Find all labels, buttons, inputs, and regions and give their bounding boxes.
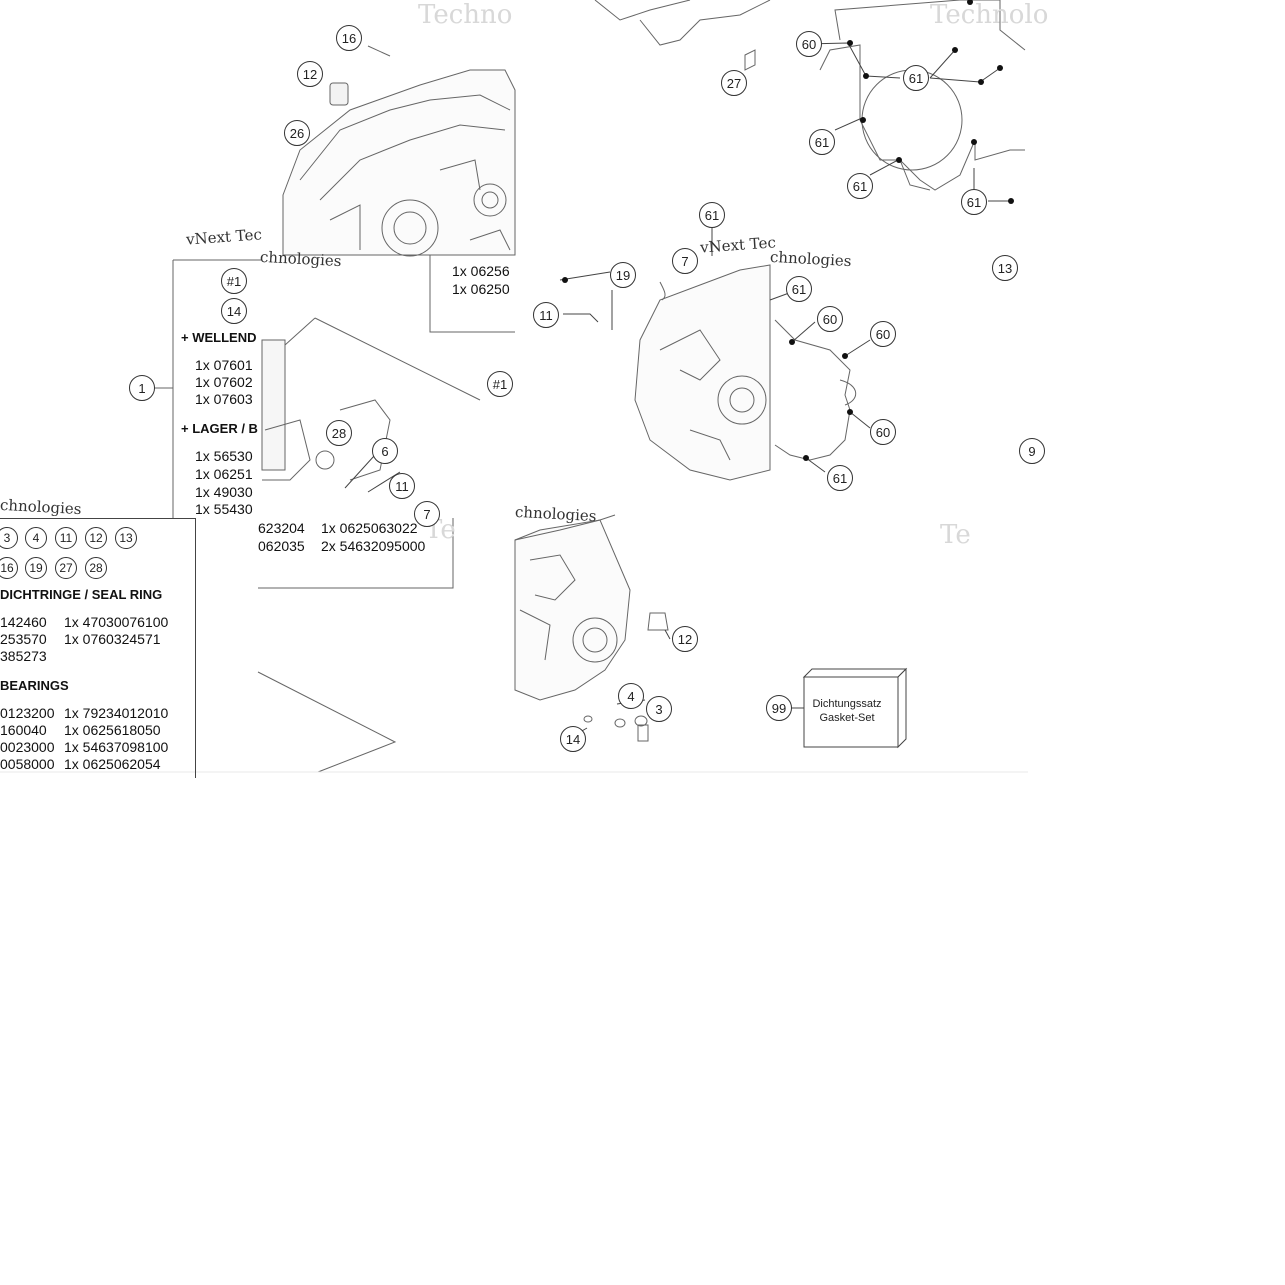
kit-header-lager: + LAGER / B xyxy=(181,421,258,436)
bearing-item: 160040 xyxy=(0,722,47,738)
seal-item: 1x 47030076100 xyxy=(64,614,169,630)
mid-list-item: 2x 54632095000 xyxy=(321,538,426,554)
gasket-set-line2: Gasket-Set xyxy=(819,712,875,724)
callout-61: 61 xyxy=(827,465,853,491)
mid-list-item: 623204 xyxy=(258,520,305,536)
callout-1: 1 xyxy=(129,375,155,401)
callout-13: 13 xyxy=(992,255,1018,281)
callout-19: 19 xyxy=(610,262,636,288)
callout-28: 28 xyxy=(326,420,352,446)
kit-item: 1x 55430 xyxy=(195,501,253,517)
bearing-item: 1x 0625062054 xyxy=(64,756,161,772)
list-callout: 27 xyxy=(55,557,77,579)
bearing-item: 1x 54637098100 xyxy=(64,739,169,755)
list-callout: 13 xyxy=(115,527,137,549)
gasket-set-label: Dichtungssatz Gasket-Set xyxy=(797,697,897,725)
callout-14: 14 xyxy=(560,726,586,752)
kit-item-top: 1x 06250 xyxy=(452,281,510,297)
callout-26: 26 xyxy=(284,120,310,146)
callout-12: 12 xyxy=(672,626,698,652)
callout-60: 60 xyxy=(817,306,843,332)
bearing-item: 0123200 xyxy=(0,705,55,721)
kit-item: 1x 07601 xyxy=(195,357,253,373)
bearing-item: 1x 79234012010 xyxy=(64,705,169,721)
callout-hash-1: #1 xyxy=(487,371,513,397)
gasket-set-box xyxy=(802,667,908,749)
callout-9: 9 xyxy=(1019,438,1045,464)
callout-61: 61 xyxy=(903,65,929,91)
callout-99: 99 xyxy=(766,695,792,721)
callout-16: 16 xyxy=(336,25,362,51)
callout-11: 11 xyxy=(389,473,415,499)
callout-61: 61 xyxy=(699,202,725,228)
mid-list-item: 062035 xyxy=(258,538,305,554)
callout-27: 27 xyxy=(721,70,747,96)
kit-callout-hash-1: #1 xyxy=(221,268,247,294)
callout-60: 60 xyxy=(870,321,896,347)
callout-6: 6 xyxy=(372,438,398,464)
bearing-item: 0058000 xyxy=(0,756,55,772)
callout-7: 7 xyxy=(414,501,440,527)
kit-item: 1x 49030 xyxy=(195,484,253,500)
header-bearings: BEARINGS xyxy=(0,678,69,693)
gasket-set-line1: Dichtungssatz xyxy=(812,698,882,710)
watermark: Te xyxy=(940,520,971,550)
callout-61: 61 xyxy=(809,129,835,155)
callout-60: 60 xyxy=(796,31,822,57)
kit-item-top: 1x 06256 xyxy=(452,263,510,279)
mid-list-item: 1x 0625063022 xyxy=(321,520,418,536)
watermark: Technolo xyxy=(930,0,1049,30)
list-callout: 12 xyxy=(85,527,107,549)
kit-callout-14: 14 xyxy=(221,298,247,324)
kit-item: 1x 07603 xyxy=(195,391,253,407)
gasket-outline-top xyxy=(819,0,1026,191)
seal-item: 1x 0760324571 xyxy=(64,631,161,647)
header-seal-ring: DICHTRINGE / SEAL RING xyxy=(0,587,163,602)
callout-11: 11 xyxy=(533,302,559,328)
list-callout: 11 xyxy=(55,527,77,549)
list-callout: 19 xyxy=(25,557,47,579)
callout-61: 61 xyxy=(786,276,812,302)
callout-61: 61 xyxy=(847,173,873,199)
seal-item: 142460 xyxy=(0,614,47,630)
list-callout: 4 xyxy=(25,527,47,549)
engine-case-outline-mid xyxy=(634,264,771,481)
list-callout: 3 xyxy=(0,527,18,549)
callout-4: 4 xyxy=(618,683,644,709)
callout-61: 61 xyxy=(961,189,987,215)
kit-item: 1x 07602 xyxy=(195,374,253,390)
list-callout: 16 xyxy=(0,557,18,579)
seal-item: 253570 xyxy=(0,631,47,647)
kit-header-wellend: + WELLEND xyxy=(181,330,257,345)
seal-item: 385273 xyxy=(0,648,47,664)
gasket-outline-mid xyxy=(774,319,851,461)
kit-item: 1x 06251 xyxy=(195,466,253,482)
engine-case-outline-low xyxy=(514,519,631,701)
lower-list-box xyxy=(0,518,196,778)
callout-60: 60 xyxy=(870,419,896,445)
bearing-item: 0023000 xyxy=(0,739,55,755)
callout-7: 7 xyxy=(672,248,698,274)
watermark: Techno xyxy=(418,0,513,30)
callout-12: 12 xyxy=(297,61,323,87)
engine-case-outline-top xyxy=(282,69,516,256)
kit-item: 1x 56530 xyxy=(195,448,253,464)
list-callout: 28 xyxy=(85,557,107,579)
callout-3: 3 xyxy=(646,696,672,722)
bearing-item: 1x 0625618050 xyxy=(64,722,161,738)
